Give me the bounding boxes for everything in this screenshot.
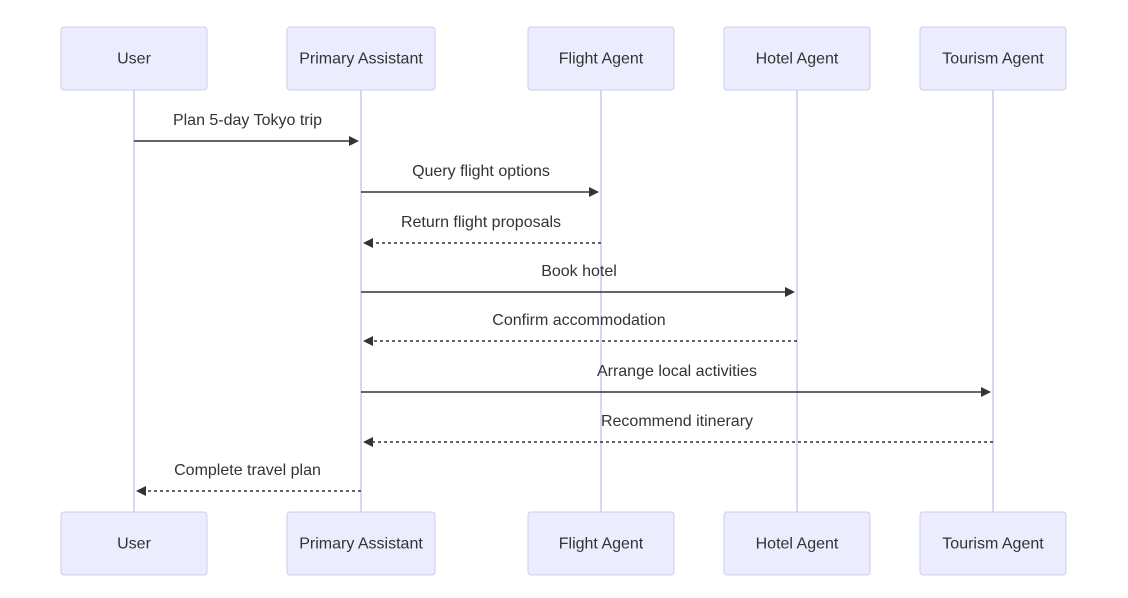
message-6: Arrange local activities <box>361 363 991 397</box>
actors-top: User Primary Assistant Flight Agent Hotel A… <box>60 26 1067 91</box>
arrowhead-icon <box>136 486 146 496</box>
message-label: Recommend itinerary <box>601 413 753 430</box>
arrowhead-icon <box>363 336 373 346</box>
actor-label: Primary Assistant <box>299 51 423 68</box>
actor-box <box>723 26 871 91</box>
actor-box <box>286 26 436 91</box>
lifelines <box>133 90 994 512</box>
message-8: Complete travel plan <box>136 462 361 496</box>
arrowhead-icon <box>785 287 795 297</box>
message-3: Return flight proposals <box>363 214 601 248</box>
arrowhead-icon <box>363 238 373 248</box>
actor-box <box>527 511 675 576</box>
message-4: Book hotel <box>361 263 795 297</box>
actor-box <box>919 511 1067 576</box>
message-5: Confirm accommodation <box>363 312 797 346</box>
arrowhead-icon <box>363 437 373 447</box>
message-label: Complete travel plan <box>174 462 321 479</box>
message-label: Confirm accommodation <box>492 312 665 329</box>
message-1: Plan 5-day Tokyo trip <box>134 112 359 146</box>
actor-label: Hotel Agent <box>756 536 839 553</box>
actor-primary-bottom: Primary Assistant <box>286 511 436 576</box>
actor-hotel-top: Hotel Agent <box>723 26 871 91</box>
actor-user-bottom: User <box>60 511 208 576</box>
arrowhead-icon <box>589 187 599 197</box>
actor-label: User <box>117 51 151 68</box>
message-label: Arrange local activities <box>597 363 757 380</box>
actor-flight-bottom: Flight Agent <box>527 511 675 576</box>
message-label: Return flight proposals <box>401 214 561 231</box>
message-label: Query flight options <box>412 163 550 180</box>
actor-flight-top: Flight Agent <box>527 26 675 91</box>
actor-label: Tourism Agent <box>942 536 1044 553</box>
actors-bottom: User Primary Assistant Flight Agent Hotel A… <box>60 511 1067 576</box>
actor-box <box>723 511 871 576</box>
actor-box <box>60 26 208 91</box>
actor-box <box>286 511 436 576</box>
arrowhead-icon <box>981 387 991 397</box>
actor-label: Tourism Agent <box>942 51 1044 68</box>
arrowhead-icon <box>349 136 359 146</box>
message-7: Recommend itinerary <box>363 413 993 447</box>
message-label: Book hotel <box>541 263 617 280</box>
actor-primary-top: Primary Assistant <box>286 26 436 91</box>
actor-label: Flight Agent <box>559 536 644 553</box>
actor-label: Hotel Agent <box>756 51 839 68</box>
actor-label: Primary Assistant <box>299 536 423 553</box>
actor-hotel-bottom: Hotel Agent <box>723 511 871 576</box>
actor-label: User <box>117 536 151 553</box>
actor-tourism-top: Tourism Agent <box>919 26 1067 91</box>
actor-box <box>919 26 1067 91</box>
actor-box <box>60 511 208 576</box>
actor-tourism-bottom: Tourism Agent <box>919 511 1067 576</box>
actor-label: Flight Agent <box>559 51 644 68</box>
actor-box <box>527 26 675 91</box>
message-2: Query flight options <box>361 163 599 197</box>
actor-user-top: User <box>60 26 208 91</box>
message-label: Plan 5-day Tokyo trip <box>173 112 322 129</box>
